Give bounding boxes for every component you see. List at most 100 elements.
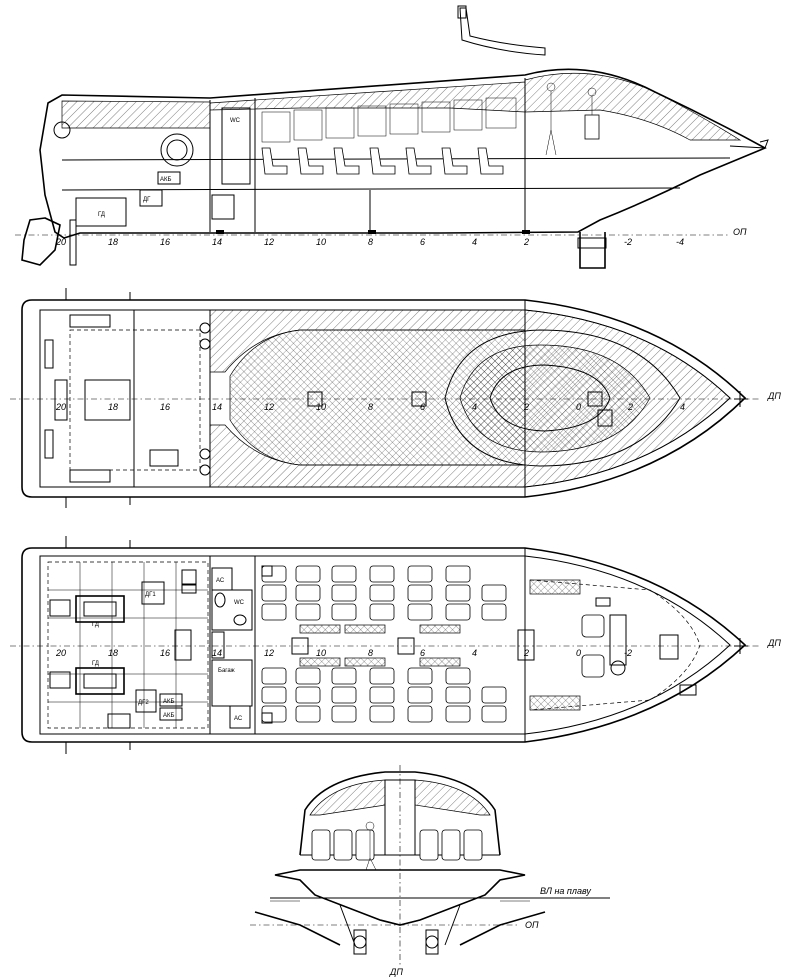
- svg-text:6: 6: [420, 237, 425, 247]
- passenger-seat: [295, 705, 321, 723]
- gen-label-profile: ДГ: [143, 197, 151, 203]
- deck-centerline-label: ДП: [767, 391, 781, 401]
- wheelhouse-roof-plan: [444, 329, 681, 467]
- svg-text:-4: -4: [676, 237, 684, 247]
- passenger-seat: [261, 565, 287, 583]
- passenger-seat: [295, 686, 321, 704]
- svg-text:12: 12: [264, 648, 274, 658]
- helm-seat-2: [581, 654, 605, 678]
- helm-seat-1: [581, 614, 605, 638]
- passenger-seat: [261, 584, 287, 602]
- passenger-seat: [407, 565, 433, 583]
- profile-frame-numbers: 20 18 16 14 12 10 8 6 4 2 -2 -4: [55, 237, 684, 247]
- passenger-seat: [407, 584, 433, 602]
- passenger-seat: [331, 686, 357, 704]
- cabin-hull-outline: [21, 547, 747, 743]
- engine-label-profile: ГД: [98, 212, 105, 218]
- svg-text:18: 18: [108, 237, 118, 247]
- bat-1-label: АКБ: [163, 699, 174, 705]
- helm-wheel: [610, 660, 626, 676]
- passenger-seat: [407, 603, 433, 621]
- deck-hull-outline: [21, 299, 747, 498]
- main-engine-starboard: ГД: [49, 661, 125, 695]
- passenger-seat: [445, 705, 471, 723]
- svg-text:4: 4: [472, 402, 477, 412]
- passenger-seat: [445, 667, 471, 685]
- passenger-seat: [407, 705, 433, 723]
- aisle-crosshatch: [299, 624, 461, 667]
- passenger-seat: [261, 603, 287, 621]
- passenger-seat: [331, 584, 357, 602]
- svg-text:2: 2: [523, 648, 529, 658]
- wc-label-profile: WC: [230, 118, 241, 124]
- profile-seat-row: [261, 147, 504, 175]
- svg-text:12: 12: [264, 237, 274, 247]
- bow-fitting: [729, 139, 769, 149]
- wheelhouse-roof: [524, 72, 742, 141]
- svg-text:-2: -2: [624, 648, 632, 658]
- svg-text:16: 16: [160, 402, 170, 412]
- svg-text:6: 6: [420, 648, 425, 658]
- gen-2-label: ДГ2: [138, 700, 149, 706]
- ac-1-label: АС: [216, 578, 225, 584]
- wc-label-plan: WC: [234, 600, 245, 606]
- deck-frame-numbers: 20 18 16 14 12 10 8 6 4 2 0 2 4: [55, 402, 685, 412]
- svg-text:2: 2: [523, 402, 529, 412]
- bow-strut: [577, 232, 607, 269]
- svg-text:0: 0: [576, 648, 581, 658]
- passenger-seat: [481, 705, 507, 723]
- passenger-seat: [369, 603, 395, 621]
- svg-text:2: 2: [523, 237, 529, 247]
- svg-text:20: 20: [55, 237, 66, 247]
- gen-1-label: ДГ1: [145, 592, 156, 598]
- svg-text:14: 14: [212, 237, 222, 247]
- svg-text:10: 10: [316, 237, 326, 247]
- passenger-seat: [481, 686, 507, 704]
- profile-baseline-label: ОП: [733, 227, 747, 237]
- svg-text:10: 10: [316, 402, 326, 412]
- svg-text:14: 14: [212, 402, 222, 412]
- svg-text:10: 10: [316, 648, 326, 658]
- main-engine-port: ГД: [49, 595, 125, 628]
- svg-text:16: 16: [160, 648, 170, 658]
- svg-text:0: 0: [576, 402, 581, 412]
- passenger-seat: [481, 603, 507, 621]
- passenger-seat: [445, 603, 471, 621]
- passenger-seat: [407, 667, 433, 685]
- svg-text:2: 2: [627, 402, 633, 412]
- lower-deck-line: [61, 187, 681, 191]
- passenger-seat: [369, 584, 395, 602]
- passenger-seat: [481, 584, 507, 602]
- svg-text:20: 20: [55, 648, 66, 658]
- main-deck-line: [61, 157, 731, 161]
- ac-2-label: АС: [234, 716, 243, 722]
- passenger-seat: [445, 686, 471, 704]
- passenger-seat: [331, 565, 357, 583]
- passenger-seat: [295, 603, 321, 621]
- engine-2-label: ГД: [92, 661, 99, 667]
- svg-text:20: 20: [55, 402, 66, 412]
- section-foils: [254, 904, 546, 955]
- saloon-roof-crosshatch: [229, 329, 526, 466]
- passenger-seat: [261, 705, 287, 723]
- wheelhouse-crew: [545, 82, 600, 156]
- engine-1-label: ГД: [92, 622, 99, 628]
- svg-text:8: 8: [368, 648, 373, 658]
- svg-text:-2: -2: [624, 237, 632, 247]
- bat-label-profile: АКБ: [160, 177, 171, 183]
- wheelhouse-floor: [529, 579, 701, 711]
- passenger-seats-port: [261, 565, 507, 621]
- passenger-seat: [295, 667, 321, 685]
- passenger-seat: [331, 667, 357, 685]
- stern-drive: [21, 217, 77, 266]
- passenger-seat: [295, 584, 321, 602]
- deck-hatch: [84, 379, 131, 421]
- section-passenger: [365, 821, 377, 871]
- svg-text:4: 4: [680, 402, 685, 412]
- profile-hull-outline: [39, 68, 767, 239]
- svg-text:4: 4: [472, 648, 477, 658]
- bat-2-label: АКБ: [163, 713, 174, 719]
- svg-text:18: 18: [108, 648, 118, 658]
- cabin-plan-view: ГД ГД ДГ1 ДГ2 АКБ АКБ АС WC: [10, 536, 781, 754]
